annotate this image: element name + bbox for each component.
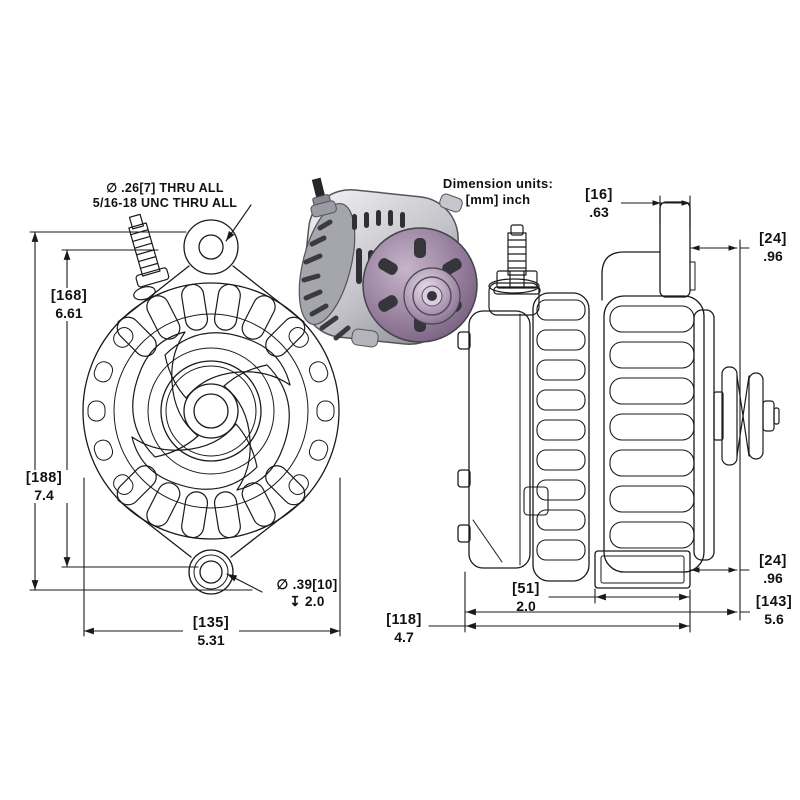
top-mount-boss	[183, 219, 239, 275]
note-units-line1: Dimension units:	[442, 176, 554, 191]
note-top-hole-line2: 5/16-18 UNC THRU ALL	[92, 196, 238, 210]
bottom-mount-boss	[188, 549, 234, 595]
bottom-foot	[594, 550, 691, 589]
dim-24-top-inch: .96	[763, 248, 783, 264]
dim-118-mm: [118]	[386, 612, 422, 628]
vent-slots	[112, 282, 310, 540]
dim-51-inch: 2.0	[516, 598, 536, 614]
note-bottom-hole-line1: ∅ .39[10]	[276, 577, 338, 592]
dim-label-24-bottom: [24] .96	[751, 553, 795, 586]
top-mount-hole	[198, 234, 224, 260]
dim-label-24-top: [24] .96	[751, 231, 795, 264]
top-ear	[601, 201, 696, 301]
side-view-drawing	[457, 201, 780, 589]
dim-118-inch: 4.7	[394, 629, 414, 645]
rear-cover	[468, 310, 531, 569]
render-stud	[310, 177, 337, 218]
dim-168-mm: [168]	[50, 288, 88, 304]
dim-24-bottom-inch: .96	[763, 570, 783, 586]
note-units: Dimension units: [mm] inch	[437, 176, 559, 208]
front-view-drawing	[82, 213, 340, 595]
render-3d-image	[298, 177, 478, 348]
bottom-mount-hole	[199, 560, 223, 584]
dim-label-168: [168] 6.61	[41, 288, 97, 321]
dim-label-118: [118] 4.7	[381, 612, 427, 645]
output-terminal-stud	[488, 224, 541, 316]
note-top-hole-line1: ∅ .26[7] THRU ALL	[106, 181, 224, 195]
fan-blades	[131, 331, 291, 491]
rim-notches	[87, 323, 335, 499]
dim-51-mm: [51]	[512, 581, 540, 597]
front-terminal-stud	[128, 213, 170, 301]
front-fins	[603, 295, 715, 573]
note-units-line2: [mm] inch	[465, 192, 531, 207]
leader-bottom-hole	[226, 573, 263, 593]
dim-135-mm: [135]	[192, 615, 230, 631]
note-bottom-hole-line2: ↧ 2.0	[289, 594, 325, 609]
dim-label-188: [188] 7.4	[16, 470, 72, 503]
dim-143-mm: [143]	[755, 594, 793, 610]
dim-188-inch: 7.4	[34, 487, 54, 503]
dim-16-inch: .63	[589, 204, 609, 220]
dim-16-mm: [16]	[585, 187, 613, 203]
dim-label-51: [51] 2.0	[504, 581, 548, 614]
dim-188-mm: [188]	[25, 470, 63, 486]
dim-24-bottom-mm: [24]	[759, 553, 787, 569]
dim-24-top-mm: [24]	[759, 231, 787, 247]
pulley	[713, 366, 780, 466]
dim-label-143: [143] 5.6	[750, 594, 798, 627]
dim-168-inch: 6.61	[55, 305, 83, 321]
note-bottom-hole: ∅ .39[10] ↧ 2.0	[256, 576, 358, 610]
dim-label-16: [16] .63	[577, 187, 621, 220]
render-fins	[301, 219, 351, 341]
rear-fins	[523, 292, 590, 582]
note-top-hole: ∅ .26[7] THRU ALL 5/16-18 UNC THRU ALL	[84, 181, 246, 211]
leader-top-hole	[225, 204, 252, 242]
dim-135-inch: 5.31	[197, 632, 225, 648]
dim-label-135: [135] 5.31	[183, 615, 239, 648]
dim-143-inch: 5.6	[764, 611, 784, 627]
